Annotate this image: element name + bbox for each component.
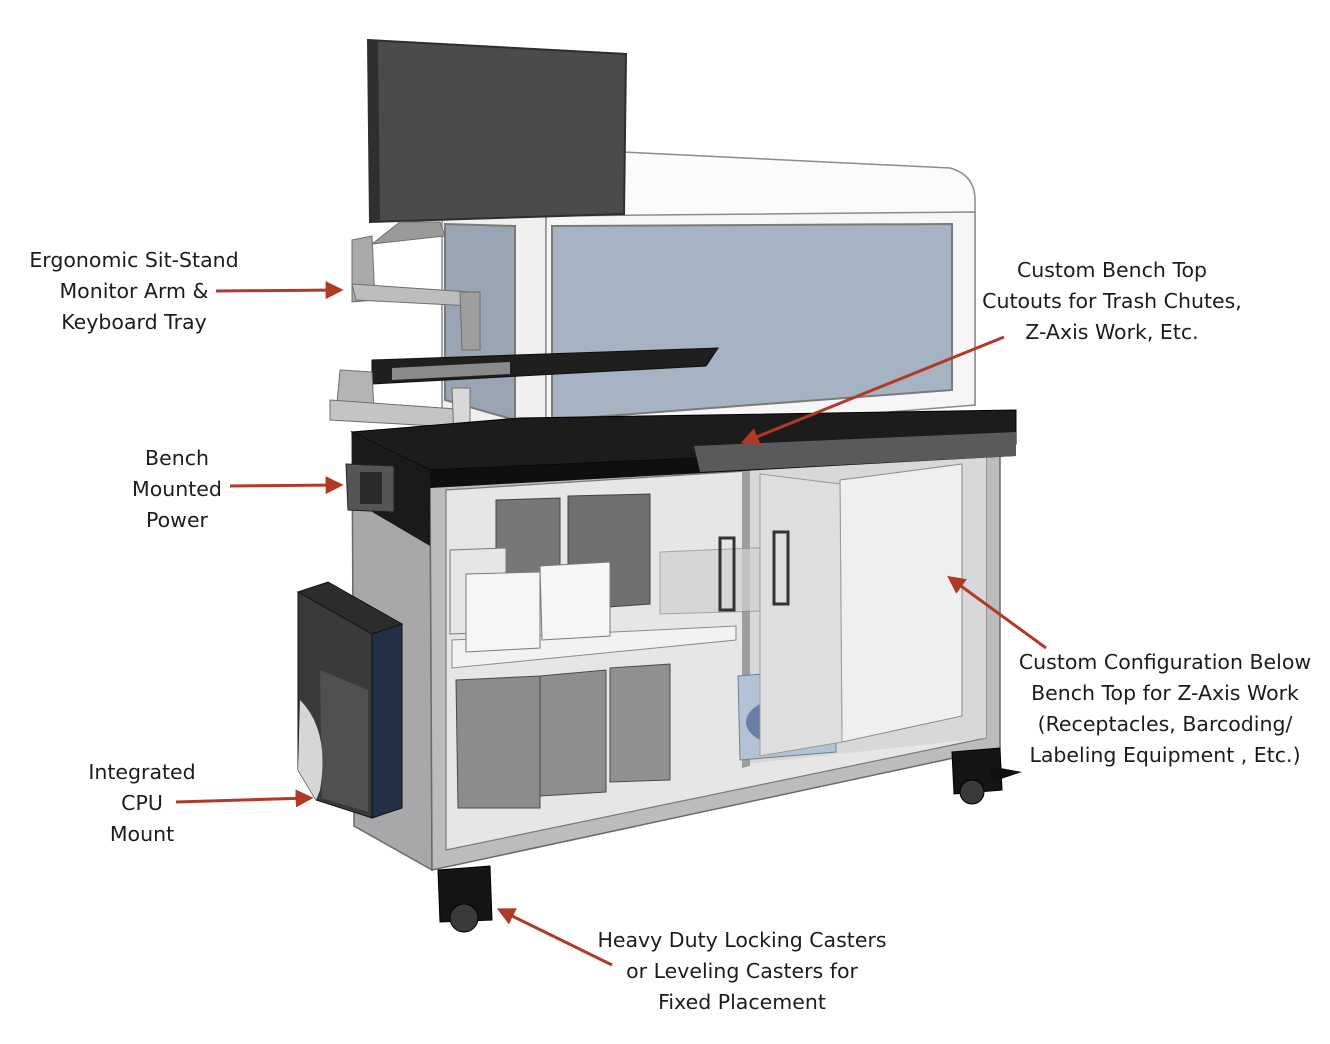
monitor-arm <box>351 221 481 351</box>
callout-bench-power-line-3: Power <box>146 508 208 532</box>
right-compartment <box>659 463 963 761</box>
callout-bench-top-cutouts: Custom Bench Top Cutouts for Trash Chute… <box>964 255 1260 348</box>
callout-cpu-mount-line-3: Mount <box>109 822 175 846</box>
callout-monitor-arm-line-1: Ergonomic Sit-Stand <box>29 248 239 272</box>
arrow-bench-power <box>229 476 344 495</box>
callout-bench-power: Bench Mounted Power <box>118 443 236 536</box>
callout-below-bench-line-1: Custom Configuration Below <box>1018 650 1312 674</box>
bench-power-outlet <box>345 463 395 513</box>
callout-monitor-arm: Ergonomic Sit-Stand Monitor Arm & Keyboa… <box>14 245 254 338</box>
arrow-below-bench <box>947 575 1047 650</box>
casters <box>437 747 1022 933</box>
callout-below-bench-config: Custom Configuration Below Bench Top for… <box>1006 647 1324 771</box>
callout-bench-top-line-2: Cutouts for Trash Chutes, <box>982 289 1242 313</box>
callout-casters-line-1: Heavy Duty Locking Casters <box>597 928 887 952</box>
arrow-monitor-arm <box>215 281 344 300</box>
callout-below-bench-line-4: Labeling Equipment , Etc.) <box>1029 743 1301 767</box>
arrow-casters <box>496 908 613 967</box>
callout-bench-top-line-1: Custom Bench Top <box>1016 258 1208 282</box>
callout-cpu-mount-line-2: CPU <box>121 791 163 815</box>
arrow-bench-top <box>740 335 1005 445</box>
shelf-boxes <box>449 493 671 809</box>
callout-casters-line-2: or Leveling Casters for <box>626 959 858 983</box>
callout-bench-power-line-1: Bench <box>145 446 209 470</box>
callout-bench-power-line-2: Mounted <box>132 477 222 501</box>
monitor <box>366 38 628 224</box>
callout-cpu-mount: Integrated CPU Mount <box>72 757 212 850</box>
callout-casters: Heavy Duty Locking Casters or Leveling C… <box>584 925 900 1018</box>
bench-top <box>350 409 1017 546</box>
callout-monitor-arm-line-2: Monitor Arm & <box>59 279 209 303</box>
callout-arrows <box>175 281 1047 967</box>
arrow-cpu-mount <box>175 789 314 808</box>
callout-below-bench-line-3: (Receptacles, Barcoding/ <box>1037 712 1293 736</box>
cpu-tower <box>296 581 404 819</box>
callout-casters-line-3: Fixed Placement <box>658 990 826 1014</box>
callout-cpu-mount-line-1: Integrated <box>88 760 196 784</box>
callout-below-bench-line-2: Bench Top for Z-Axis Work <box>1031 681 1299 705</box>
callout-monitor-arm-line-3: Keyboard Tray <box>61 310 207 334</box>
callout-bench-top-line-3: Z-Axis Work, Etc. <box>1025 320 1199 344</box>
